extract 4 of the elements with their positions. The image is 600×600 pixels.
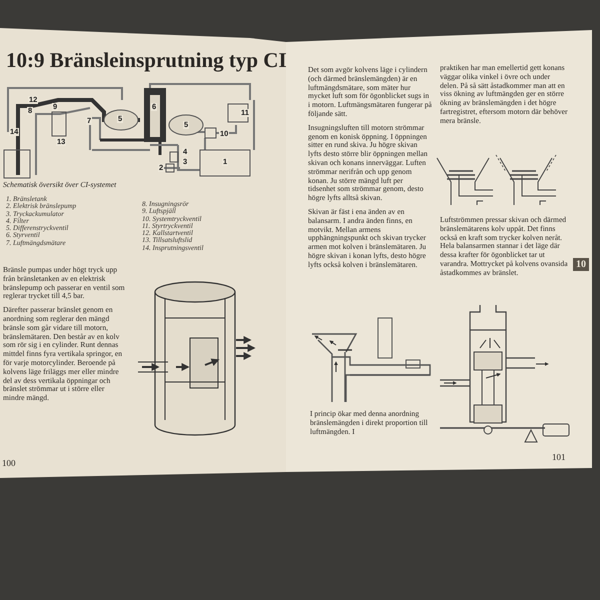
chapter-tab: 10 [573, 258, 589, 271]
page-number: 101 [552, 452, 566, 462]
page-heading: 10:9 Bränsleinsprutning typ CI [6, 48, 287, 73]
page-number: 100 [2, 458, 16, 468]
